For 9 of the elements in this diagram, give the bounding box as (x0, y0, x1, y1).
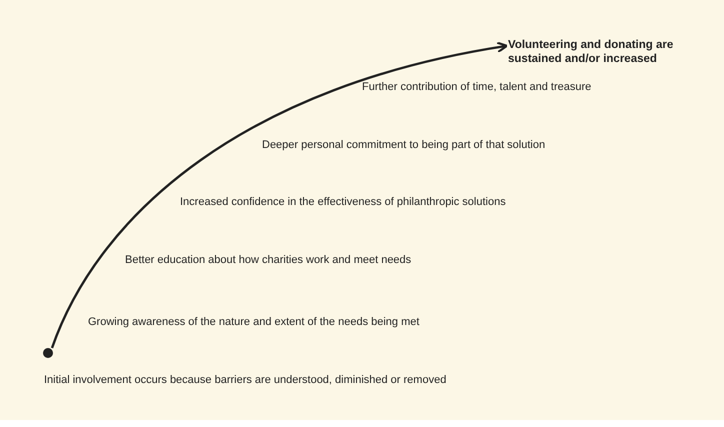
stage-text: Growing awareness of the nature and extent of the needs being met (88, 315, 420, 329)
outcome-text: Volunteering and donating are sustained and/or increased (508, 38, 708, 66)
curved-arrow (50, 42, 508, 348)
stage-text: Further contribution of time, talent and treasure (362, 80, 592, 94)
stage-text: Better education about how charities work and meet needs (125, 253, 412, 267)
stage-text: Deeper personal commitment to being part of that solution (262, 138, 546, 152)
start-dot (43, 348, 53, 358)
stage-text: Initial involvement occurs because barriers are understood, diminished or removed (44, 373, 446, 387)
stage-text: Increased confidence in the effectiveness of philanthropic solutions (180, 195, 506, 209)
